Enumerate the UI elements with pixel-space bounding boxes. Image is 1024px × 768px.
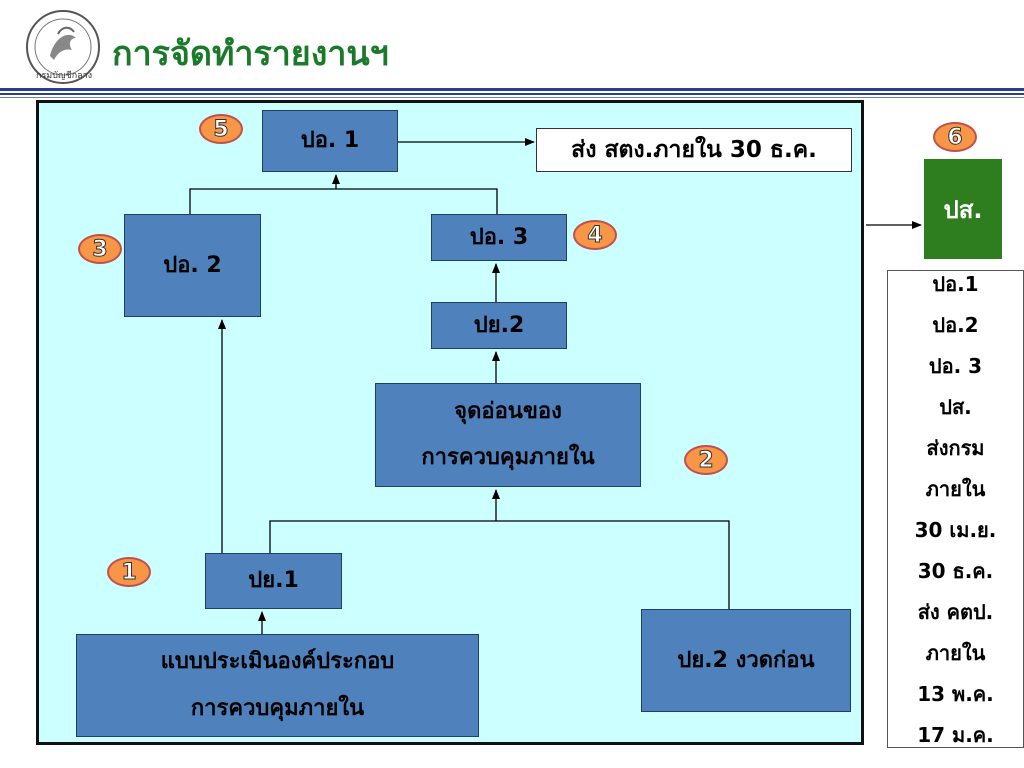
node-assessment: แบบประเมินองค์ประกอบ การควบคุมภายใน — [76, 634, 479, 737]
side-list-item: 30 ธ.ค. — [917, 559, 994, 583]
ps-box: ปส. — [924, 159, 1002, 259]
side-list-item: ปอ.2 — [932, 313, 979, 337]
node-weakness: จุดอ่อนของ การควบคุมภายใน — [375, 383, 641, 487]
logo-text: กรมบัญชีกลาง — [36, 70, 92, 81]
department-logo: กรมบัญชีกลาง — [26, 10, 100, 84]
step-badge-5: 5 — [199, 114, 243, 144]
node-po3: ปอ. 3 — [431, 214, 567, 261]
node-po3-label: ปอ. 3 — [469, 224, 529, 250]
node-weakness-line2: การควบคุมภายใน — [421, 445, 595, 470]
node-py2-previous: ปย.2 งวดก่อน — [641, 609, 851, 712]
header-rule-bottom — [0, 97, 1024, 98]
node-po2: ปอ. 2 — [124, 214, 261, 317]
side-list-item: ส่ง คตป. — [917, 600, 994, 624]
side-list-item: ปอ. 3 — [928, 354, 983, 378]
side-list-item: 17 ม.ค. — [917, 723, 994, 747]
node-assessment-line1: แบบประเมินองค์ประกอบ — [160, 649, 395, 675]
side-list-item: ภายใน — [925, 641, 986, 665]
side-list-item: ปส. — [939, 395, 972, 419]
step-badge-3: 3 — [78, 234, 122, 264]
side-list-item: ส่งกรม — [926, 436, 985, 460]
node-assessment-line2: การควบคุมภายใน — [190, 695, 365, 721]
node-py2-label: ปย.2 — [473, 312, 525, 338]
header-rule-mid — [0, 93, 1024, 95]
side-list-item: 13 พ.ค. — [917, 682, 994, 706]
step-badge-4: 4 — [573, 220, 617, 250]
header-rule-top — [0, 88, 1024, 91]
node-py2-previous-label: ปย.2 งวดก่อน — [677, 647, 815, 673]
node-po1-label: ปอ. 1 — [300, 128, 360, 154]
side-list-item: ภายใน — [925, 477, 986, 501]
node-py1: ปย.1 — [205, 553, 342, 609]
node-weakness-line1: จุดอ่อนของ — [454, 398, 562, 424]
side-list-item: 30 เม.ย. — [914, 518, 997, 542]
step-badge-2: 2 — [684, 445, 728, 475]
side-schedule-list: ปอ.1 ปอ.2 ปอ. 3 ปส. ส่งกรม ภายใน 30 เม.ย… — [887, 270, 1024, 748]
step-badge-6: 6 — [933, 122, 977, 152]
node-py2: ปย.2 — [431, 302, 567, 349]
page-title: การจัดทำรายงานฯ — [112, 34, 389, 74]
node-po1: ปอ. 1 — [262, 110, 398, 172]
node-py1-label: ปย.1 — [248, 568, 299, 594]
side-list-item: ปอ.1 — [932, 272, 979, 296]
step-badge-1: 1 — [107, 557, 151, 587]
send-deadline-box: ส่ง สตง.ภายใน 30 ธ.ค. — [536, 128, 852, 172]
node-po2-label: ปอ. 2 — [163, 252, 222, 278]
